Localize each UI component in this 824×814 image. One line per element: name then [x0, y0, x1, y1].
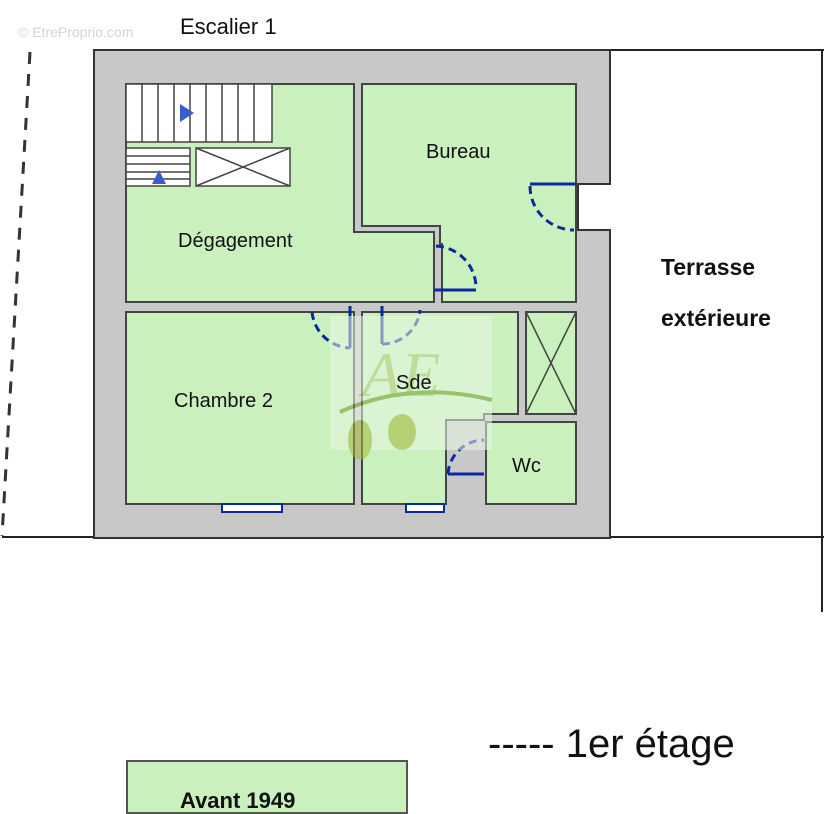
level-label: ----- 1er étage: [488, 722, 735, 766]
window-sde: [405, 503, 445, 513]
stair-arrow-up: [152, 170, 166, 184]
terrace-label-line2: extérieure: [661, 305, 771, 331]
window-chambre: [221, 503, 283, 513]
room-label-bureau: Bureau: [426, 141, 491, 163]
stair-landing-cross-2: [195, 147, 291, 187]
agency-logo: AE: [330, 316, 493, 460]
room-bureau: [361, 83, 577, 303]
cabinet-cross-2: [525, 311, 577, 415]
terrace-label-line1: Terrasse: [660, 254, 756, 280]
room-label-sde: Sde: [396, 372, 432, 394]
legend-box: Avant 1949: [126, 760, 408, 814]
room-chambre: [125, 311, 355, 505]
svg-text:AE: AE: [358, 339, 440, 410]
stair-flight-top: [125, 83, 273, 143]
stair-label: Escalier 1: [180, 14, 277, 39]
stair-arrow-right: [180, 104, 194, 122]
left-dashed-boundary: [0, 51, 32, 537]
room-wc: [485, 421, 577, 505]
room-label-wc: Wc: [512, 455, 541, 477]
watermark: © EtreProprio.com: [18, 24, 134, 40]
stair-steps-top: [141, 84, 255, 142]
room-label-chambre: Chambre 2: [174, 390, 273, 412]
room-label-degagement: Dégagement: [178, 230, 293, 252]
legend-label: Avant 1949: [180, 788, 296, 813]
